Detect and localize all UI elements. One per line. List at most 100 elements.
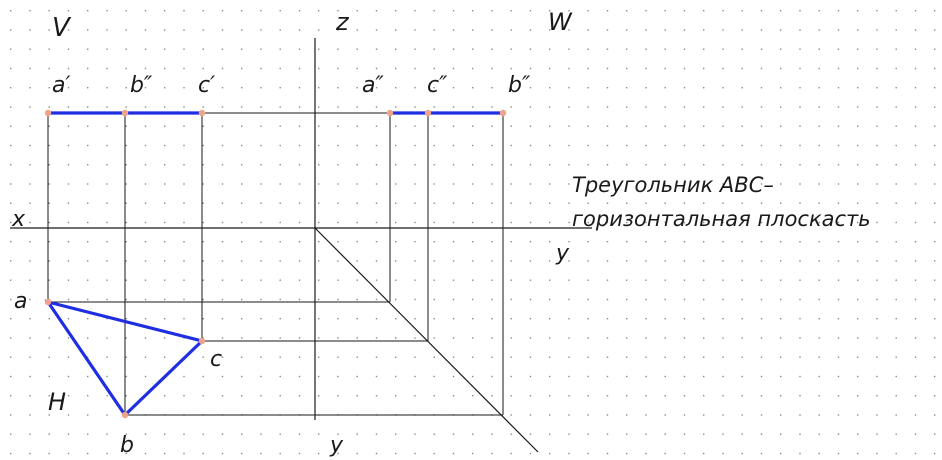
grid-dot — [10, 433, 12, 435]
grid-dot — [106, 29, 108, 31]
grid-dot — [183, 144, 185, 147]
point-a-profile — [386, 109, 394, 117]
grid-dot — [857, 298, 859, 301]
grid-dot — [626, 10, 628, 12]
grid-dot — [799, 375, 801, 378]
grid-dot — [491, 87, 493, 89]
grid-dot — [587, 337, 589, 339]
caption-line-1: Треугольник ABC– — [572, 173, 774, 197]
grid-dot — [549, 260, 551, 262]
grid-dot — [433, 202, 435, 204]
grid-dot — [780, 106, 782, 108]
grid-dot — [934, 164, 936, 166]
grid-dot — [760, 375, 763, 378]
grid-dot — [587, 318, 589, 320]
grid-dot — [318, 395, 320, 397]
grid-dot — [818, 29, 820, 31]
grid-dot — [144, 87, 147, 89]
horizontal-projection-triangle — [44, 299, 206, 418]
grid-dot — [645, 414, 647, 416]
grid-dot — [298, 67, 301, 70]
grid-dot — [587, 241, 589, 243]
grid-dot — [125, 87, 127, 89]
grid-dot — [549, 125, 551, 127]
grid-dot — [549, 241, 551, 243]
grid-dot — [10, 10, 12, 12]
grid-dot — [125, 202, 127, 204]
grid-dot — [48, 375, 50, 378]
grid-dot — [29, 395, 31, 397]
grid-dot — [356, 164, 358, 166]
grid-dot — [741, 337, 743, 339]
grid-dot — [491, 125, 493, 127]
grid-dot — [48, 10, 50, 12]
grid-dot — [144, 202, 147, 204]
grid-dot — [568, 260, 570, 262]
grid-dot — [664, 337, 666, 339]
grid-dot — [144, 375, 147, 378]
grid-dot — [337, 125, 339, 127]
grid-dot — [87, 298, 89, 301]
grid-dot — [67, 375, 70, 378]
grid-dot — [549, 414, 551, 416]
grid-dot — [722, 29, 724, 31]
grid-dot — [260, 10, 262, 12]
grid-dot — [818, 202, 820, 204]
grid-dot — [645, 48, 647, 50]
grid-dot — [164, 87, 166, 89]
grid-dot — [183, 279, 185, 281]
grid-dot — [895, 144, 897, 147]
grid-dot — [587, 125, 589, 127]
grid-dot — [683, 337, 686, 339]
grid-dot — [164, 260, 166, 262]
grid-dot — [568, 67, 570, 70]
grid-dot — [164, 433, 166, 435]
grid-dot — [837, 260, 840, 262]
grid-dot — [48, 260, 50, 262]
grid-dot — [241, 10, 243, 12]
point-b-frontal — [121, 109, 129, 117]
grid-dot — [722, 164, 724, 166]
grid-dot — [125, 67, 127, 70]
grid-dot — [106, 221, 108, 224]
grid-dot — [934, 337, 936, 339]
grid-dot — [857, 241, 859, 243]
grid-dot — [664, 48, 666, 50]
grid-dot — [356, 67, 358, 70]
grid-dot — [67, 395, 70, 397]
grid-dot — [683, 414, 686, 416]
grid-dot — [683, 298, 686, 301]
grid-dot — [606, 125, 609, 127]
axis-label-y-bottom: y — [329, 433, 344, 458]
grid-dot — [87, 452, 89, 455]
grid-dot — [164, 164, 166, 166]
grid-dot — [799, 183, 801, 185]
grid-dot — [876, 183, 878, 185]
grid-dot — [202, 29, 204, 31]
grid-dot — [645, 318, 647, 320]
grid-dot — [221, 164, 224, 166]
grid-dot — [29, 298, 31, 301]
grid-dot — [799, 106, 801, 108]
grid-dot — [106, 414, 108, 416]
grid-dot — [433, 318, 435, 320]
grid-dot — [549, 106, 551, 108]
grid-dot — [760, 48, 763, 50]
grid-dot — [857, 375, 859, 378]
grid-dot — [10, 241, 12, 243]
plane-label-w: W — [548, 8, 573, 36]
grid-dot — [510, 67, 512, 70]
grid-dot — [279, 452, 281, 455]
grid-dot — [876, 87, 878, 89]
grid-dot — [664, 106, 666, 108]
grid-dot — [683, 29, 686, 31]
grid-dot — [183, 260, 185, 262]
grid-dot — [414, 356, 416, 358]
grid-dot — [183, 87, 185, 89]
grid-dot — [106, 298, 108, 301]
grid-dot — [626, 48, 628, 50]
grid-dot — [876, 144, 878, 147]
grid-dot — [433, 221, 435, 224]
grid-dot — [318, 29, 320, 31]
grid-dot — [914, 298, 917, 301]
